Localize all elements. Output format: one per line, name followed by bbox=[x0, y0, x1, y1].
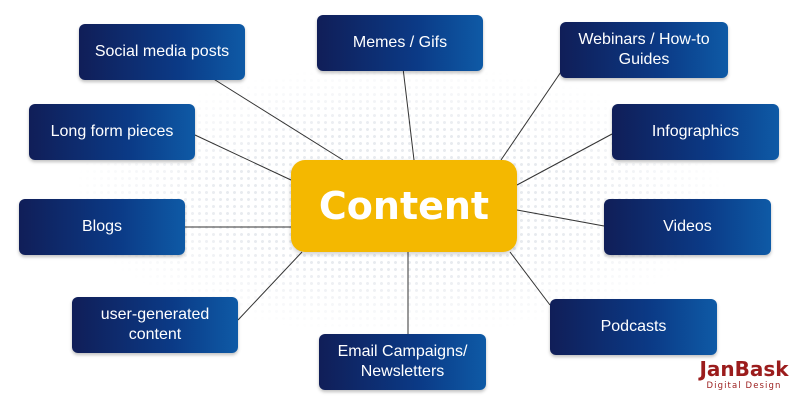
node-podcasts: Podcasts bbox=[550, 299, 717, 355]
connector-memes bbox=[402, 67, 415, 161]
node-user-generated-content: user-generated content bbox=[72, 297, 238, 353]
node-webinars: Webinars / How-to Guides bbox=[560, 22, 728, 78]
node-infographics: Infographics bbox=[612, 104, 779, 160]
logo-tagline: Digital Design bbox=[706, 381, 782, 391]
node-videos: Videos bbox=[604, 199, 771, 255]
connector-social bbox=[211, 77, 344, 161]
node-memes-gifs: Memes / Gifs bbox=[317, 15, 483, 71]
node-email-campaigns: Email Campaigns/ Newsletters bbox=[319, 334, 486, 390]
node-label: Webinars / How-to Guides bbox=[578, 31, 710, 68]
connector-webinars bbox=[500, 65, 566, 161]
janbask-logo: JanBask Digital Design bbox=[694, 358, 794, 396]
node-label: Podcasts bbox=[600, 318, 667, 335]
connector-infographics bbox=[516, 133, 613, 186]
central-node-content: Content bbox=[291, 160, 517, 252]
logo-name: JanBask bbox=[699, 357, 789, 381]
central-node-label: Content bbox=[318, 184, 490, 228]
connector-podcasts bbox=[509, 251, 551, 306]
node-label: user-generated content bbox=[100, 306, 210, 343]
node-social-media-posts: Social media posts bbox=[79, 24, 245, 80]
connector-videos bbox=[516, 209, 605, 227]
node-label: Memes / Gifs bbox=[352, 34, 448, 51]
node-label: Videos bbox=[663, 218, 712, 235]
node-label: Infographics bbox=[651, 123, 740, 140]
connector-user-generated bbox=[237, 251, 303, 321]
node-label: Long form pieces bbox=[50, 123, 174, 140]
node-label: Social media posts bbox=[94, 43, 230, 60]
node-label: Email Campaigns/ Newsletters bbox=[337, 343, 468, 380]
connector-longform bbox=[194, 134, 292, 181]
node-long-form-pieces: Long form pieces bbox=[29, 104, 195, 160]
node-label: Blogs bbox=[81, 218, 123, 235]
node-blogs: Blogs bbox=[19, 199, 185, 255]
